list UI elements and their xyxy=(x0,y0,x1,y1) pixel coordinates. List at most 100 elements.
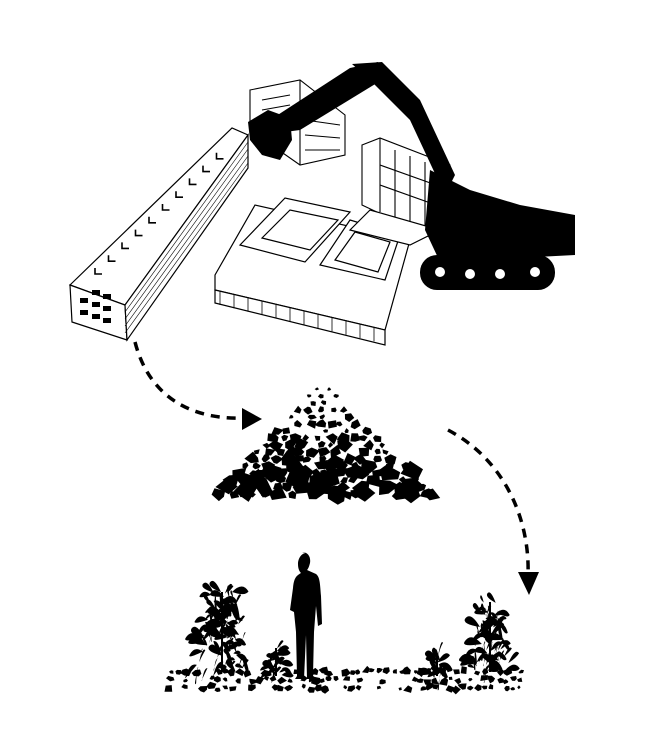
plant-leaf xyxy=(480,595,484,603)
facade-line xyxy=(124,148,249,320)
ground-rubble-piece xyxy=(169,670,174,674)
plant-small-center xyxy=(260,640,294,684)
plant-leaf xyxy=(502,640,510,651)
rubble-piece xyxy=(303,455,312,463)
rubble-piece xyxy=(348,475,359,484)
plant-leaf xyxy=(224,595,238,603)
ground-rubble-piece xyxy=(362,665,371,674)
plant-leaf xyxy=(184,664,197,679)
rubble-piece xyxy=(331,407,337,413)
plant-leaf xyxy=(262,659,277,671)
plant-leaf xyxy=(227,619,239,625)
plant-leaf xyxy=(189,649,203,657)
building-windows xyxy=(80,290,111,323)
rubble-piece xyxy=(344,413,355,422)
plant-leaf xyxy=(226,602,229,620)
excavator-cab xyxy=(425,170,575,262)
rubble-piece xyxy=(306,447,320,458)
plant-leaf xyxy=(276,645,290,652)
ground-rubble-piece xyxy=(235,678,241,684)
ground-rubble-piece xyxy=(510,676,517,681)
plant-leaf xyxy=(487,605,491,614)
ground-rubble-piece xyxy=(234,668,245,677)
rubble-piece xyxy=(320,400,327,405)
ground-rubble-piece xyxy=(382,667,390,675)
plant-leaf xyxy=(464,637,482,646)
ground-rubble-piece xyxy=(307,686,316,693)
rubble-piece xyxy=(362,426,373,436)
ground-rubble-piece xyxy=(457,683,467,690)
plant-leaf xyxy=(271,671,276,684)
plant-leaf xyxy=(437,672,441,691)
rubble-piece xyxy=(282,482,293,492)
rubble-piece xyxy=(317,440,326,448)
rubble-piece xyxy=(261,489,274,498)
rubble-piece xyxy=(268,487,287,500)
plant-leaf xyxy=(227,637,234,655)
plant-leaf xyxy=(482,664,491,676)
ground-rubble-piece xyxy=(439,677,449,686)
excavator-stick xyxy=(270,62,385,132)
rubble-piece xyxy=(314,419,327,428)
rubble-piece xyxy=(303,406,313,415)
plant-leaf xyxy=(508,651,520,664)
plant-leaf xyxy=(228,657,235,661)
roof-vent xyxy=(175,191,183,198)
plant-leaf xyxy=(232,586,249,595)
rubble-piece xyxy=(382,449,389,455)
ground-rubble-piece xyxy=(175,669,182,675)
ground-rubble-piece xyxy=(510,687,516,691)
ground-rubble-piece xyxy=(518,669,524,674)
plant-leaf xyxy=(241,659,249,669)
ground-rubble-piece xyxy=(243,670,252,678)
plant-leaf xyxy=(483,655,487,667)
ground-rubble-piece xyxy=(325,675,332,682)
excavator-track xyxy=(420,255,555,290)
plant-leaf xyxy=(504,647,512,657)
plant-leaf xyxy=(210,630,225,639)
rubble-piece xyxy=(307,414,317,420)
plant-leaf xyxy=(213,659,217,671)
rubble-piece xyxy=(314,435,321,441)
ground-rubble-piece xyxy=(311,667,319,675)
ground-rubble-piece xyxy=(287,678,293,683)
colonnade xyxy=(219,291,375,342)
rubble-piece xyxy=(372,469,383,477)
ground-rubble-piece xyxy=(517,685,521,690)
roof-vent xyxy=(188,178,197,186)
ground-rubble-piece xyxy=(400,666,411,675)
arrow-building-to-rubble xyxy=(133,341,262,430)
rubble-piece xyxy=(343,453,356,466)
plant-leaf xyxy=(236,617,243,622)
rubble-piece xyxy=(399,484,421,504)
rubble-piece xyxy=(314,387,320,391)
rubble-piece xyxy=(275,475,287,484)
ground-rubble-piece xyxy=(333,676,339,682)
rubble-piece xyxy=(302,434,310,442)
roof-vent xyxy=(202,165,210,173)
rubble-piece xyxy=(352,465,370,480)
plant-leaf xyxy=(498,650,505,664)
ground-rubble-piece xyxy=(324,670,334,677)
ground-rubble-piece xyxy=(504,685,510,692)
roof-vent xyxy=(148,216,156,224)
rubble-piece xyxy=(322,429,329,433)
rubble-piece xyxy=(350,433,361,442)
ground-rubble-piece xyxy=(254,676,265,685)
plant-leaf xyxy=(242,632,246,641)
ground-rubble-piece xyxy=(517,677,523,682)
plant-leaf xyxy=(210,634,212,642)
rubble-piece xyxy=(244,451,259,464)
plant-leaf xyxy=(201,668,208,682)
ground-rubble-piece xyxy=(222,685,229,690)
facade-line xyxy=(124,162,249,334)
ground-rubble-piece xyxy=(166,675,175,682)
ground-rubble-piece xyxy=(229,686,237,692)
ground-rubble-piece xyxy=(502,679,509,685)
rubble-piece xyxy=(318,406,324,413)
rubble-piece xyxy=(340,477,349,484)
plant-leaf xyxy=(267,667,278,674)
plant-leaf xyxy=(236,653,248,662)
plant-leaf xyxy=(260,666,269,671)
